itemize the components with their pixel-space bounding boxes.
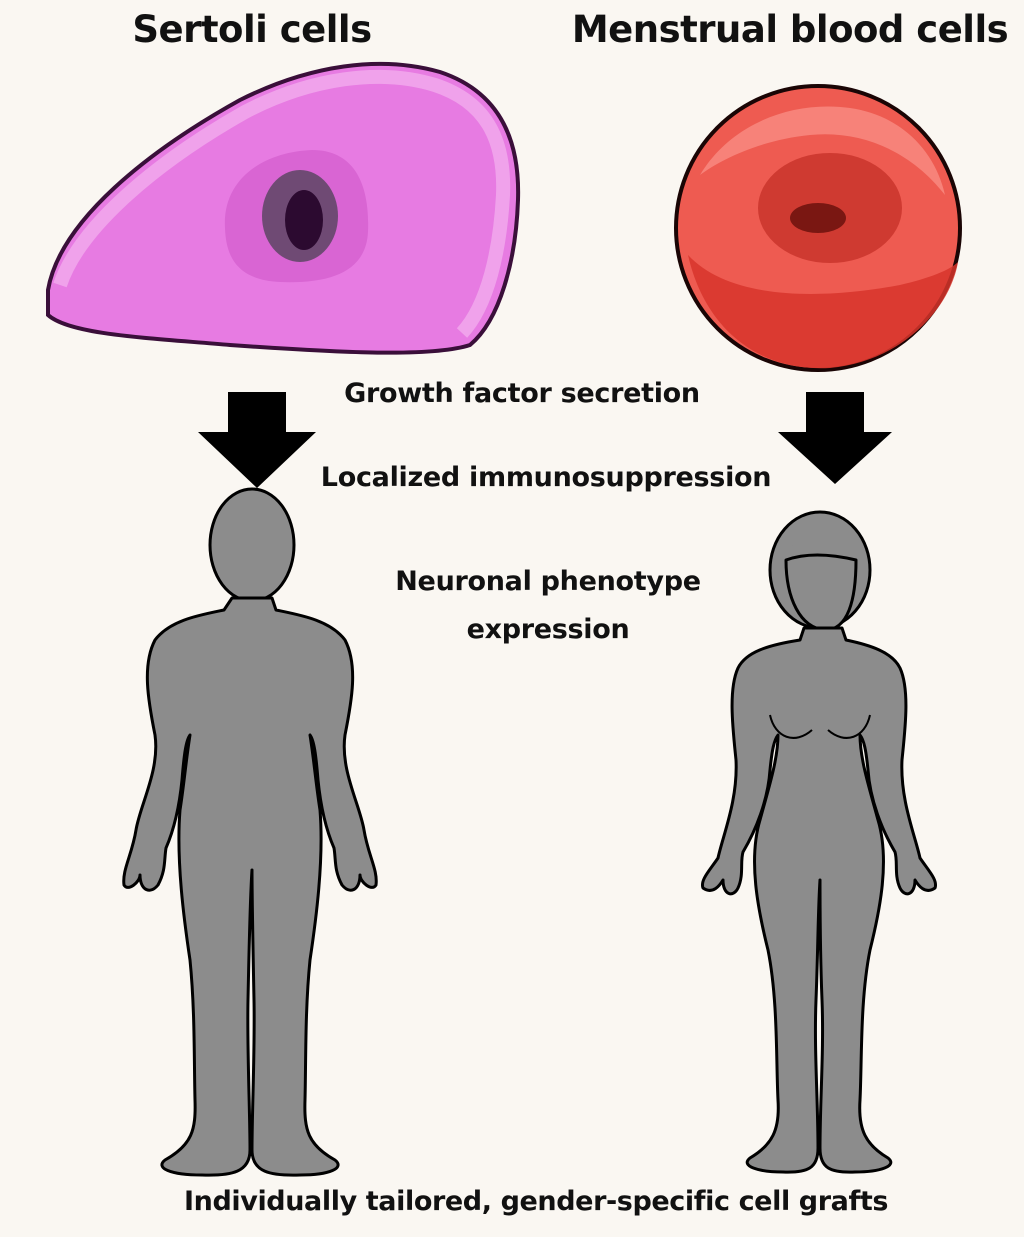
female-face: [784, 553, 858, 632]
right-arrow-icon: [778, 392, 892, 484]
sertoli-title: Sertoli cells: [132, 8, 372, 51]
left-arrow-icon: [198, 392, 316, 488]
female-body: [700, 626, 938, 1174]
sertoli-cell-illustration: [46, 61, 521, 355]
menstrual-title: Menstrual blood cells: [571, 8, 1009, 51]
menstrual-cell-shadow: [688, 255, 958, 369]
neuronal-label-line1: Neuronal phenotype: [395, 566, 701, 597]
menstrual-cell-core: [790, 203, 846, 233]
neuronal-label-line2: expression: [466, 614, 630, 645]
sertoli-cell-rim: [53, 69, 511, 338]
male-body: [122, 596, 378, 1177]
menstrual-cell-illustration: [674, 84, 962, 372]
footer-caption: Individually tailored, gender-specific c…: [184, 1186, 888, 1217]
immunosuppression-label: Localized immunosuppression: [320, 462, 772, 493]
male-silhouette: [122, 487, 378, 1177]
male-head: [208, 487, 296, 603]
female-hair-part: [790, 527, 862, 560]
female-chest-lines: [769, 714, 871, 739]
menstrual-cell-highlight: [700, 106, 945, 195]
sertoli-nucleolus: [285, 190, 323, 250]
female-silhouette: [700, 510, 938, 1174]
growth-factor-label: Growth factor secretion: [344, 378, 700, 409]
